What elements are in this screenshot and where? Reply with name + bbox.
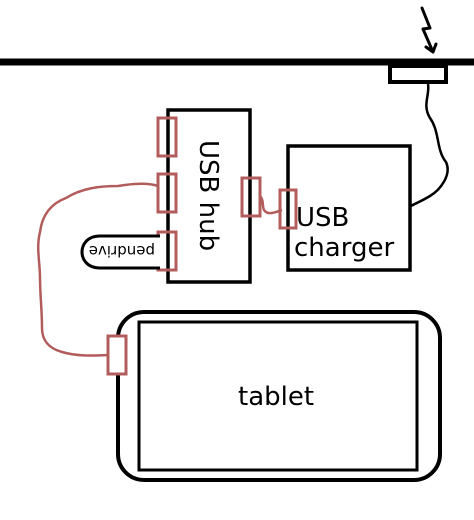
hub-port-2 [156, 172, 178, 214]
wall-socket [388, 64, 448, 84]
usb-charger-label-line1: USB [296, 203, 349, 233]
pendrive-label: pendrive [89, 242, 155, 260]
charger-port [278, 188, 298, 230]
tablet-label: tablet [238, 382, 314, 412]
usb-charger-box [286, 144, 412, 272]
usb-hub-label: USB hub [193, 140, 223, 251]
hub-to-charger-cable [259, 195, 283, 215]
hub-port-1 [156, 116, 178, 158]
lightning-bolt-icon [420, 6, 438, 54]
tablet-port [106, 334, 128, 376]
pendrive [80, 234, 160, 270]
charger-power-cable [410, 83, 449, 208]
usb-hub-box [166, 108, 252, 284]
usb-charger-label-line2: charger [294, 233, 394, 263]
tablet-screen [137, 320, 419, 472]
hub-to-tablet-cable [36, 182, 159, 357]
